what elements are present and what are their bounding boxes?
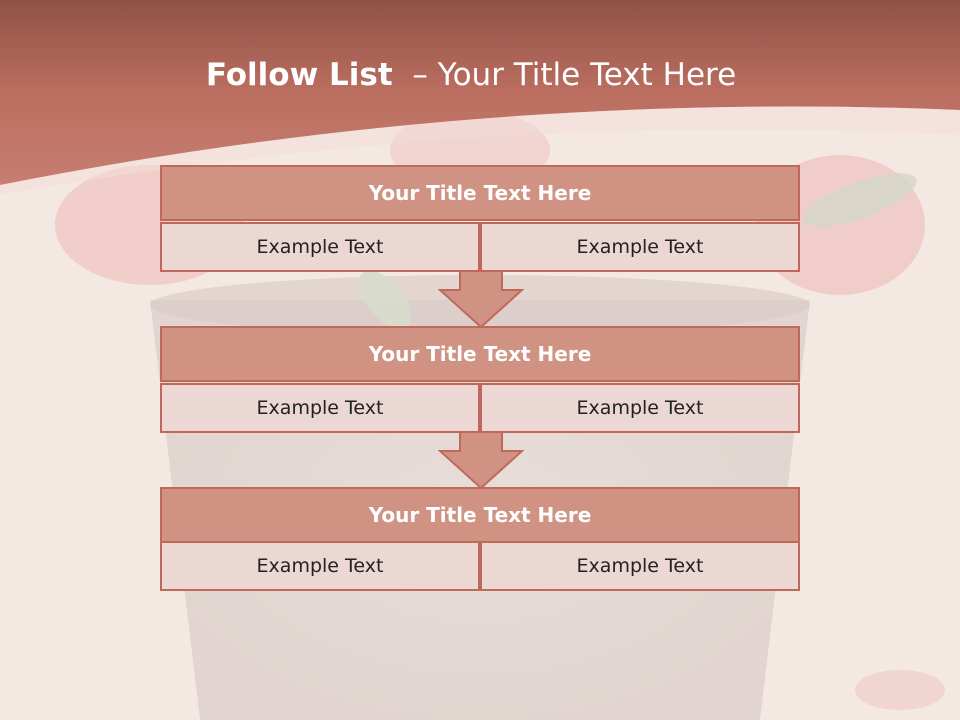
flower-petal-shape bbox=[855, 670, 945, 710]
step-3-left-cell: Example Text bbox=[160, 541, 480, 591]
header-band bbox=[0, 0, 960, 185]
step-2-left-cell: Example Text bbox=[160, 383, 480, 433]
down-arrow-icon bbox=[438, 431, 524, 489]
slide-title: Follow List – Your Title Text Here bbox=[0, 52, 942, 98]
header-band-highlight bbox=[0, 106, 960, 195]
step-3-title-box: Your Title Text Here bbox=[160, 487, 800, 543]
slide-title-rest: – Your Title Text Here bbox=[412, 57, 737, 93]
step-2-title-box: Your Title Text Here bbox=[160, 326, 800, 382]
down-arrow-icon bbox=[438, 270, 524, 328]
step-3-right-cell: Example Text bbox=[480, 541, 800, 591]
step-1-right-cell: Example Text bbox=[480, 222, 800, 272]
step-1-left-cell: Example Text bbox=[160, 222, 480, 272]
step-2-right-cell: Example Text bbox=[480, 383, 800, 433]
leaf-shape bbox=[358, 270, 412, 330]
step-1-title-box: Your Title Text Here bbox=[160, 165, 800, 221]
leaf-shape bbox=[803, 173, 917, 227]
slide-title-bold: Follow List bbox=[205, 57, 393, 93]
